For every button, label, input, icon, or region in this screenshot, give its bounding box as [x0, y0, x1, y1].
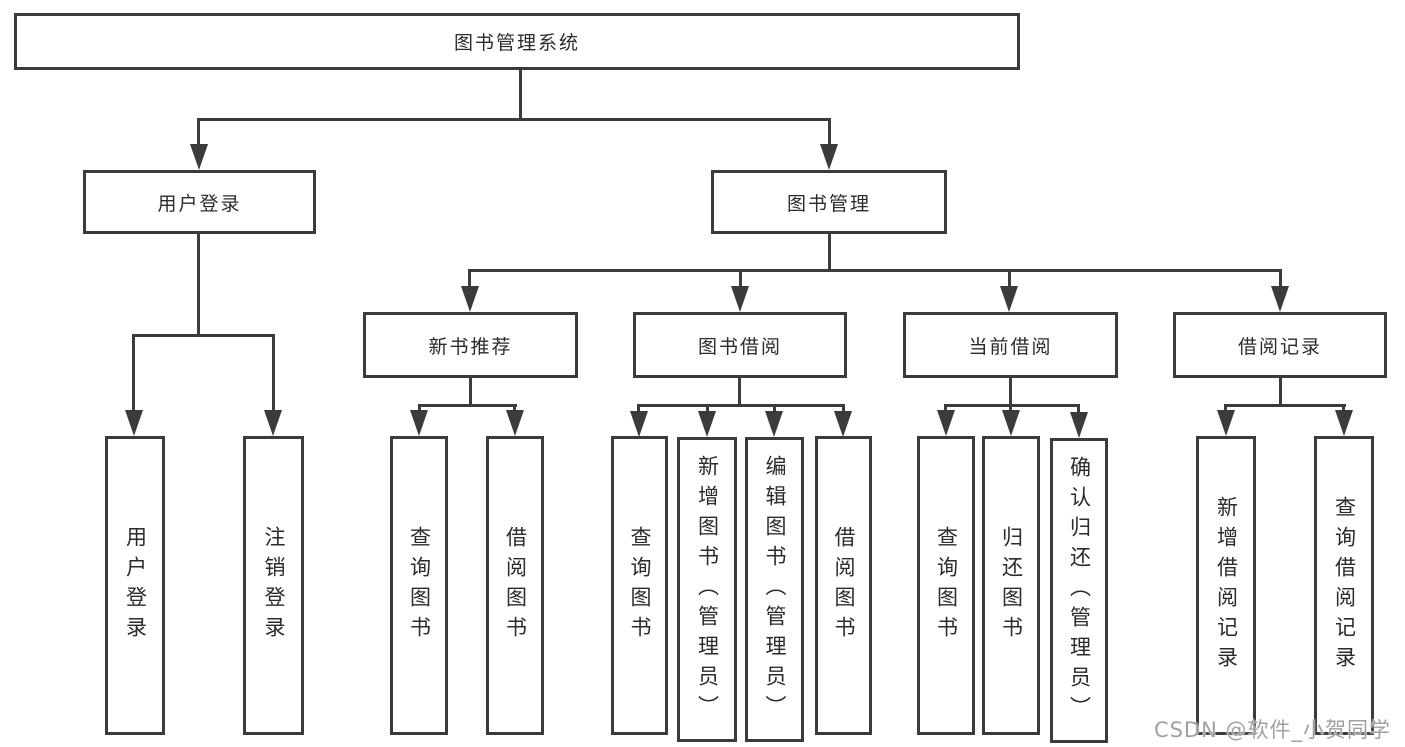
- node-leaf-confirm-return-admin: 确认归还（管理员）: [1050, 438, 1108, 743]
- connector-line: [1279, 378, 1282, 406]
- arrow-down-icon: [1002, 410, 1020, 436]
- connector-line: [418, 404, 421, 413]
- arrow-down-icon: [410, 410, 428, 436]
- node-leaf-query-books-recommend: 查询图书: [390, 436, 448, 735]
- connector-line: [1224, 404, 1346, 407]
- node-borrowing-records: 借阅记录: [1173, 312, 1387, 378]
- connector-line: [468, 269, 1282, 272]
- arrow-down-icon: [190, 144, 208, 170]
- connector-line: [1008, 269, 1011, 289]
- node-user-login: 用户登录: [83, 170, 316, 234]
- arrow-down-icon: [765, 411, 783, 437]
- arrow-down-icon: [125, 410, 143, 436]
- node-book-management: 图书管理: [711, 170, 947, 234]
- arrow-down-icon: [630, 411, 648, 437]
- node-leaf-add-borrow-record: 新增借阅记录: [1196, 436, 1256, 735]
- connector-line: [513, 404, 516, 413]
- arrow-down-icon: [1070, 412, 1088, 438]
- csdn-watermark: CSDN @软件_小贺同学: [1153, 718, 1391, 742]
- connector-line: [1342, 404, 1345, 413]
- arrow-down-icon: [834, 411, 852, 437]
- node-leaf-query-books-borrowing: 查询图书: [611, 436, 668, 735]
- connector-line: [637, 404, 640, 413]
- connector-line: [944, 404, 947, 413]
- node-leaf-borrow-books-recommend: 借阅图书: [486, 436, 544, 735]
- node-leaf-user-login: 用户登录: [105, 436, 165, 735]
- node-leaf-query-borrow-record: 查询借阅记录: [1314, 436, 1374, 735]
- connector-line: [1224, 404, 1227, 413]
- node-leaf-add-books-admin: 新增图书（管理员）: [677, 437, 737, 742]
- connector-line: [197, 118, 200, 148]
- connector-line: [828, 118, 831, 148]
- arrow-down-icon: [820, 144, 838, 170]
- connector-line: [468, 269, 471, 289]
- connector-line: [1077, 404, 1080, 413]
- connector-line: [197, 118, 831, 121]
- node-leaf-borrow-books-borrowing: 借阅图书: [815, 436, 872, 735]
- connector-line: [132, 334, 275, 337]
- arrow-down-icon: [264, 410, 282, 436]
- arrow-down-icon: [461, 286, 479, 312]
- connector-line: [418, 404, 517, 407]
- arrow-down-icon: [1271, 286, 1289, 312]
- connector-line: [828, 234, 831, 272]
- arrow-down-icon: [937, 410, 955, 436]
- connector-line: [197, 234, 200, 337]
- connector-line: [637, 404, 845, 407]
- arrow-down-icon: [1000, 286, 1018, 312]
- connector-line: [1009, 404, 1012, 413]
- node-leaf-edit-books-admin: 编辑图书（管理员）: [745, 437, 804, 742]
- arrow-down-icon: [731, 286, 749, 312]
- connector-line: [519, 69, 522, 120]
- connector-line: [739, 269, 742, 289]
- connector-line: [132, 334, 135, 412]
- connector-line: [469, 378, 472, 406]
- connector-line: [272, 334, 275, 412]
- arrow-down-icon: [1335, 410, 1353, 436]
- node-new-book-recommend: 新书推荐: [363, 312, 578, 378]
- node-leaf-query-books-current: 查询图书: [917, 436, 975, 735]
- node-library-management-system: 图书管理系统: [14, 13, 1020, 70]
- connector-line: [842, 404, 845, 413]
- connector-line: [738, 378, 741, 406]
- node-leaf-return-books: 归还图书: [982, 436, 1040, 735]
- connector-line: [773, 404, 776, 413]
- connector-line: [706, 404, 709, 413]
- connector-line: [1279, 269, 1282, 289]
- arrow-down-icon: [698, 411, 716, 437]
- connector-line: [1009, 378, 1012, 406]
- node-current-borrowing: 当前借阅: [903, 312, 1118, 378]
- connector-line: [944, 404, 1080, 407]
- arrow-down-icon: [1217, 410, 1235, 436]
- node-book-borrowing: 图书借阅: [633, 312, 847, 378]
- arrow-down-icon: [506, 410, 524, 436]
- node-leaf-logout: 注销登录: [243, 436, 304, 735]
